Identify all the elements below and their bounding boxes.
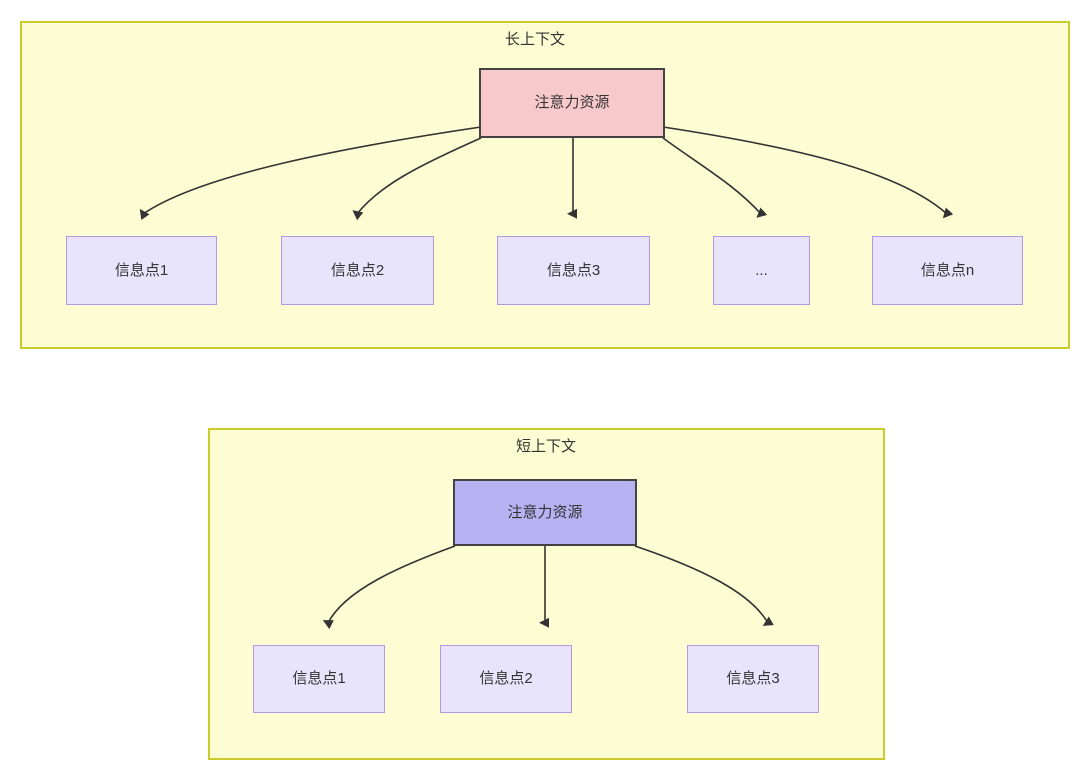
edges-short-context xyxy=(322,545,774,630)
node-info-point[interactable]: 信息点3 xyxy=(687,645,819,713)
node-info-point[interactable]: 信息点2 xyxy=(281,236,434,305)
edge-attention-to-info3 xyxy=(634,545,774,626)
edge-attention-to-ellipsis xyxy=(662,137,768,218)
node-info-point[interactable]: 信息点1 xyxy=(253,645,385,713)
node-info-point[interactable]: 信息点n xyxy=(872,236,1023,305)
node-info-point[interactable]: 信息点2 xyxy=(440,645,572,713)
node-info-point[interactable]: 信息点1 xyxy=(66,236,217,305)
node-attention-resource-long[interactable]: 注意力资源 xyxy=(479,68,665,138)
group-title-long-context: 长上下文 xyxy=(504,31,565,48)
edge-attention-to-infon xyxy=(662,126,954,219)
edge-attention-to-info1 xyxy=(139,126,482,221)
edge-attention-to-info2 xyxy=(352,137,482,221)
edges-long-context xyxy=(139,126,954,221)
node-attention-resource-short[interactable]: 注意力资源 xyxy=(453,479,637,546)
edge-attention-to-info1 xyxy=(322,545,456,630)
node-info-point[interactable]: 信息点3 xyxy=(497,236,650,305)
node-info-point[interactable]: ... xyxy=(713,236,810,305)
group-title-short-context: 短上下文 xyxy=(515,438,576,455)
